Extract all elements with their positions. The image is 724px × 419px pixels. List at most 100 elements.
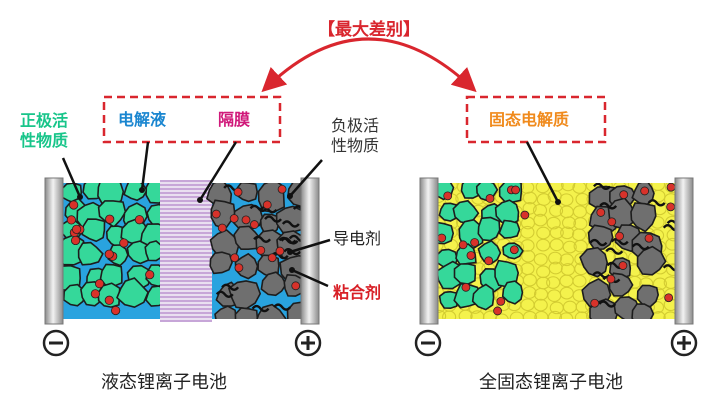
conductive-particle [250,220,259,229]
conductive-particle [104,249,114,259]
anode-particle [214,305,237,319]
conductive-particle [105,214,115,224]
binder-strand [249,204,268,213]
solid-label-box [465,95,607,144]
binder-strand [273,303,292,311]
electrolyte-grain [458,309,473,319]
anode-particle [636,284,660,308]
electrolyte-grain [546,216,561,230]
binder-strand [264,215,282,223]
binder-strand [593,183,611,191]
binder-strand [288,234,301,243]
electrolyte-grain [561,183,576,192]
electrolyte-grain [666,263,675,276]
electrolyte-grain [665,237,675,251]
electrolyte-grain [522,310,537,319]
liquid-label-box [102,95,282,144]
conductive-particle [606,274,616,284]
conductive-particle [485,194,495,203]
solid-electrolyte-pointer [525,141,560,203]
binder-pointer [291,268,329,288]
conductive-particle [493,306,502,316]
binder-strand [270,252,289,260]
electrolyte-grain [494,313,509,319]
conductive-particle [520,210,530,220]
anode-particle [631,303,655,319]
electrolyte-grain [534,310,549,319]
binder-strand [253,235,272,243]
conductive-particle [241,215,251,225]
binder-strand [221,283,240,291]
electrolyte-grain [665,252,675,266]
anode-pointer [289,159,323,197]
cathode-particles [63,183,173,316]
conductive-particle [90,289,100,299]
negative-current-collector [44,177,64,325]
solid-battery-caption: 全固态锂离子电池 [479,372,623,393]
binder-strand [598,300,617,308]
cathode-particle [99,263,123,288]
cathode-material-label: 正极活 性物质 [20,111,69,150]
conductive-particle [71,224,82,234]
pointer-lines [61,141,560,288]
conductive-particle [66,215,76,225]
solid-positive-terminal-icon [670,329,698,357]
electrolyte-grain [522,201,537,215]
cathode-particle [116,277,150,309]
positive-current-collector [300,177,320,325]
electrolyte-grain [437,309,447,319]
anode-particle [260,271,287,297]
electrolyte-grain [442,310,457,319]
conductive-particle [607,217,617,227]
conductive-particle [466,251,476,260]
anode-particle [233,225,262,250]
cathode-particle [477,216,501,242]
cathode-particle [501,280,524,305]
conductive-particle [461,282,471,292]
separator [160,180,212,322]
anode-particle [234,307,259,319]
conductive-particle [229,214,239,223]
liquid-negative-terminal-icon [42,329,70,357]
anode-material-label: 负极活 性物质 [331,116,380,155]
electrolyte-grain [663,311,675,319]
cathode-particle [126,240,151,265]
conductive-particle [644,233,654,243]
solid-negative-current-collector [419,177,439,325]
conductive-agent-label: 导电剂 [333,229,382,248]
conductive-particle [664,293,674,303]
anode-particle [286,301,301,319]
electrolyte-grain [560,226,575,240]
conductive-particle [275,246,285,256]
electrolyte-grain [547,310,563,319]
binder-strand [259,206,278,214]
solid-cathode-particles [437,183,530,316]
liquid-positive-terminal-icon [294,329,322,357]
conductive-particle [230,253,240,263]
electrolyte-grain [559,253,574,267]
electrolyte-grain [533,213,548,227]
anode-particle [256,303,287,319]
conductive-particle [211,209,221,219]
binder-strand [631,242,650,251]
anode-particle [636,245,667,276]
electrolyte-grain [549,226,564,239]
binder-strand [666,219,675,225]
anode-particle [210,199,236,230]
conductive-particle [618,261,628,270]
conductive-particle [640,186,650,196]
conductive-particle [666,183,675,192]
conductive-particle [443,191,453,201]
conductive-particle [619,190,629,200]
conductive-particle [145,270,155,280]
conductive-particle [437,233,447,243]
electrolyte-grain [664,183,675,193]
conductive-particle [458,240,468,250]
separator-pointer [198,141,238,201]
electrolyte-grain [572,274,587,288]
anode-particles [205,183,301,319]
electrolyte-label: 电解液 [118,110,167,129]
binder-strand [251,304,270,313]
conductive-particle [267,253,277,263]
